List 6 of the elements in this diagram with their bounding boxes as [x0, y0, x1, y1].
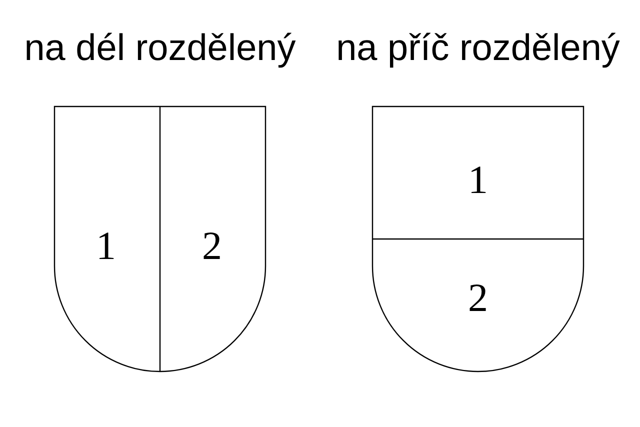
field-numeral: 1 [466, 160, 490, 200]
shield-heading: na příč rozdělený [335, 26, 621, 70]
field-numeral: 1 [94, 226, 118, 266]
field-numeral: 2 [466, 278, 490, 318]
field-numeral: 2 [200, 226, 224, 266]
shield-heading: na dél rozdělený [23, 26, 297, 70]
